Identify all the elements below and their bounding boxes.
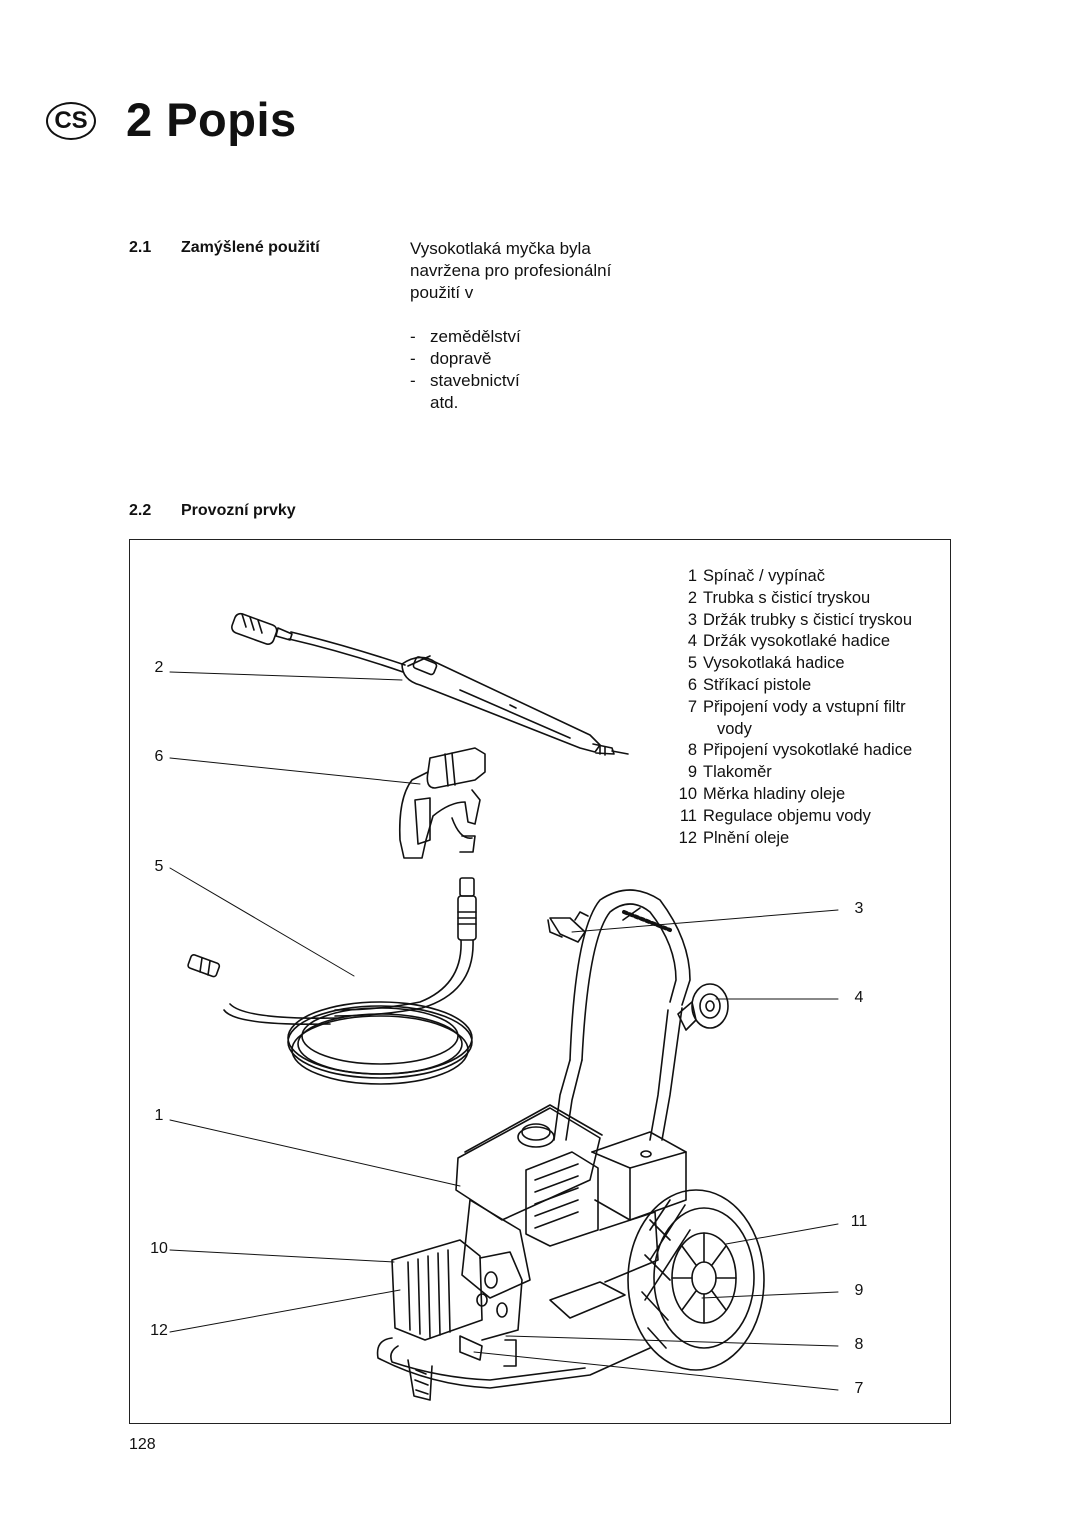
- section-title: Provozní prvky: [181, 502, 296, 519]
- intro-line: použití v: [410, 283, 474, 302]
- callout-6: 6: [154, 748, 164, 765]
- callout-4: 4: [854, 989, 864, 1006]
- callout-2: 2: [154, 659, 164, 676]
- section-title: Zamýšlené použití: [181, 239, 320, 256]
- wheel-illustration: [627, 1189, 765, 1371]
- list-item: -zemědělství: [410, 327, 521, 346]
- callout-7: 7: [854, 1380, 864, 1397]
- base-frame-illustration: [376, 1337, 651, 1401]
- callout-3: 3: [854, 900, 864, 917]
- callout-1: 1: [154, 1107, 164, 1124]
- legend-item: vody: [717, 719, 752, 738]
- chapter-title: 2 Popis: [126, 93, 297, 146]
- callout-10: 10: [150, 1240, 168, 1257]
- list-item: -dopravě: [410, 349, 492, 368]
- callout-12: 12: [150, 1322, 168, 1339]
- intro-line: navržena pro profesionální: [410, 261, 612, 280]
- hose-illustration: [187, 877, 477, 1085]
- callout-9: 9: [854, 1282, 864, 1299]
- frame-illustration: [547, 889, 729, 1141]
- spray-gun-illustration: [398, 747, 486, 859]
- lance-illustration: [231, 612, 629, 756]
- engine-illustration: [455, 1104, 687, 1319]
- section-number: 2.2: [129, 502, 152, 519]
- callout-5: 5: [154, 858, 164, 875]
- callout-11: 11: [850, 1213, 868, 1230]
- section-number: 2.1: [129, 239, 152, 256]
- list-item: -stavebnictví: [410, 371, 520, 390]
- intro-line: Vysokotlaká myčka byla: [410, 239, 591, 258]
- intended-use-text: Vysokotlaká myčka byla navržena pro prof…: [410, 238, 710, 304]
- use-list: -zemědělství -dopravě -stavebnictví atd.: [410, 326, 521, 414]
- pressure-washer-drawing: [169, 612, 839, 1401]
- callout-8: 8: [854, 1336, 864, 1353]
- list-etc: atd.: [430, 393, 459, 412]
- page-number: 128: [129, 1436, 156, 1453]
- pump-illustration: [391, 1239, 523, 1367]
- leader-lines: [169, 671, 839, 1391]
- language-badge: CS: [46, 102, 96, 140]
